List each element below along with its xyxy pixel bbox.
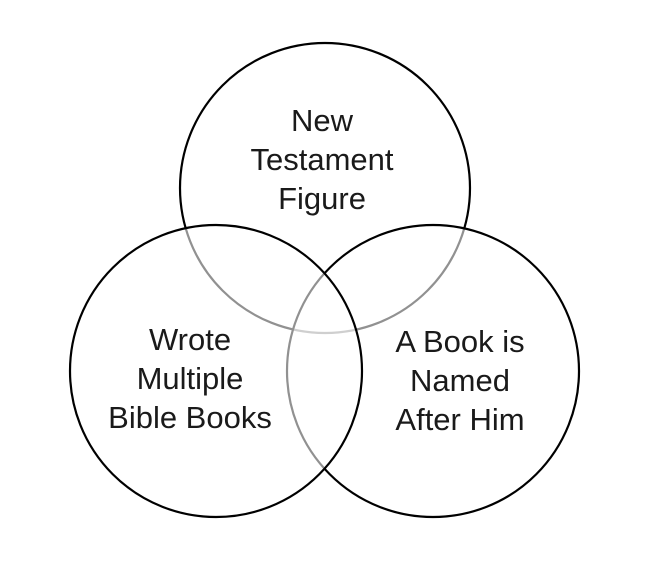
label-line: After Him <box>395 402 525 437</box>
top-circle-label: New Testament Figure <box>192 101 452 218</box>
label-line: Named <box>410 363 510 398</box>
label-line: Multiple <box>136 361 244 396</box>
bottom-left-circle-label: Wrote Multiple Bible Books <box>60 320 320 437</box>
label-line: Wrote <box>148 322 232 357</box>
bottom-left-circle <box>68 223 364 519</box>
bottom-right-circle-label: A Book is Named After Him <box>330 322 590 439</box>
label-line: New <box>290 103 353 138</box>
label-line: Bible Books <box>108 400 272 435</box>
label-line: Testament <box>250 142 394 177</box>
label-line: A Book is <box>395 324 525 359</box>
label-line: Figure <box>278 181 366 216</box>
